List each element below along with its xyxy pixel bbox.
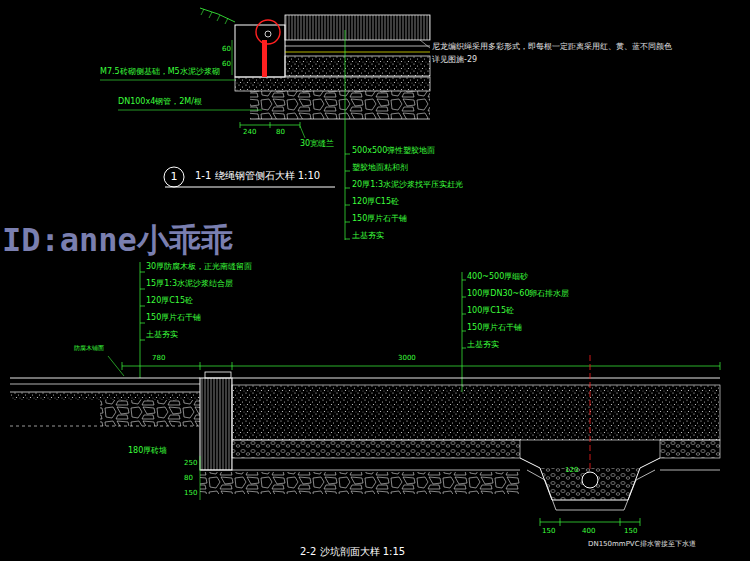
section-index-circle: 1	[163, 166, 185, 188]
drawing-line	[122, 366, 720, 367]
drawing-line	[285, 56, 430, 76]
drawing-line	[300, 126, 305, 138]
section-1-1	[100, 8, 430, 240]
drawing-line	[462, 272, 463, 392]
drawing-line	[140, 262, 141, 378]
drawing-line	[262, 40, 267, 77]
drawing-line	[108, 356, 124, 376]
drawing-line	[285, 15, 430, 40]
drawing-line	[165, 187, 335, 188]
drawing-line	[200, 470, 520, 471]
drawing-line	[345, 154, 350, 239]
layer-note: 100厚DN30~60卵石排水层	[467, 289, 569, 298]
drawing-line	[540, 468, 640, 500]
drawing-line	[240, 122, 300, 128]
drawing-line	[285, 52, 430, 53]
drawing-line	[122, 362, 720, 370]
drawing-line	[10, 378, 200, 379]
callout-text: 180厚砖墙	[128, 446, 167, 455]
drawing-line	[345, 30, 346, 240]
layer-note: 20厚1:3水泥沙浆找平压实赶光	[352, 180, 463, 189]
drawing-line	[140, 272, 145, 340]
dimension: 3000	[398, 354, 416, 362]
drawing-line	[285, 46, 430, 47]
dimension: 60	[222, 60, 231, 68]
drawing-line	[200, 472, 520, 494]
drawing-line	[540, 518, 640, 526]
layer-note: 150厚片石干铺	[467, 323, 522, 332]
layer-note: 15厚1:3水泥沙浆结合层	[146, 279, 233, 288]
drawing-line	[200, 456, 201, 500]
drawing-line	[232, 440, 520, 458]
drawing-line	[201, 9, 228, 24]
dimension: 60	[222, 45, 231, 53]
dimension: 780	[152, 354, 165, 362]
drawing-line	[200, 378, 232, 470]
layer-note: 150厚片石干铺	[146, 313, 201, 322]
drawing-line	[232, 385, 720, 440]
drawing-line	[590, 355, 591, 470]
dimension: 150	[184, 489, 197, 497]
drawing-line	[462, 280, 466, 348]
drawing-line	[250, 91, 430, 119]
drawing-line	[235, 25, 285, 77]
callout-text: 防腐木铺面	[74, 345, 104, 352]
dimension: 400	[582, 527, 595, 535]
note-text: 尼龙编织绳采用多彩形式，即每根一定距离采用红、黄、蓝不同颜色	[432, 42, 672, 51]
drawing-line	[232, 40, 233, 75]
layer-note: 塑胶地面粘和剂	[352, 163, 408, 172]
drawing-line	[100, 400, 200, 426]
drawing-line	[118, 110, 262, 111]
callout-text: DN100x4钢管，2M/根	[118, 97, 202, 106]
dimension: 80	[276, 128, 285, 136]
layer-note: 120厚C15砼	[352, 197, 399, 206]
drawing-line	[420, 40, 430, 48]
note-text: 详见图施-29	[432, 55, 477, 64]
dimension: 120	[565, 466, 578, 474]
drawing-line	[250, 119, 430, 120]
callout-text: M7.5砖砌侧基础，M5水泥沙浆砌	[100, 67, 220, 76]
section-2-2	[10, 262, 720, 526]
drawing-line	[10, 426, 200, 427]
drawing-line	[660, 440, 720, 458]
index-number: 1	[163, 166, 185, 188]
callout-text: DN150mmPVC排水管接至下水道	[588, 540, 696, 548]
drawing-line	[235, 77, 430, 91]
callout-text: 30宽缝兰	[300, 139, 334, 148]
dimension: 150	[624, 527, 637, 535]
drawing-line	[540, 522, 640, 523]
layer-note: 土基夯实	[352, 231, 384, 240]
layer-note: 土基夯实	[467, 340, 499, 349]
drawing-line	[100, 80, 235, 81]
layer-note: 500x500弹性塑胶地面	[352, 146, 435, 155]
watermark: ID:anne小乖乖	[2, 222, 233, 259]
dimension: 150	[542, 527, 555, 535]
drawing-line	[256, 20, 280, 44]
section-title: 2-2 沙坑剖面大样 1:15	[300, 546, 405, 558]
drawing-line	[232, 378, 720, 379]
layer-note: 150厚片石干铺	[352, 214, 407, 223]
layer-note: 120厚C15砼	[146, 296, 193, 305]
circle-outline	[164, 167, 184, 187]
section-title: 1-1 绕绳钢管侧石大样 1:10	[195, 170, 320, 182]
dimension: 240	[243, 128, 256, 136]
drawing-line	[265, 31, 271, 37]
drawing-line	[205, 372, 231, 378]
drawing-line	[660, 470, 720, 471]
dimension: 80	[184, 474, 193, 482]
layer-note: 30厚防腐木板，正光南缝留面	[146, 262, 252, 271]
layer-note: 400~500厚细砂	[467, 272, 528, 281]
drawing-line	[10, 392, 200, 400]
drawing-line	[10, 384, 200, 385]
layer-note: 100厚C15砼	[467, 306, 514, 315]
layer-note: 土基夯实	[146, 330, 178, 339]
dimension: 250	[184, 459, 197, 467]
drawing-line	[582, 472, 598, 488]
